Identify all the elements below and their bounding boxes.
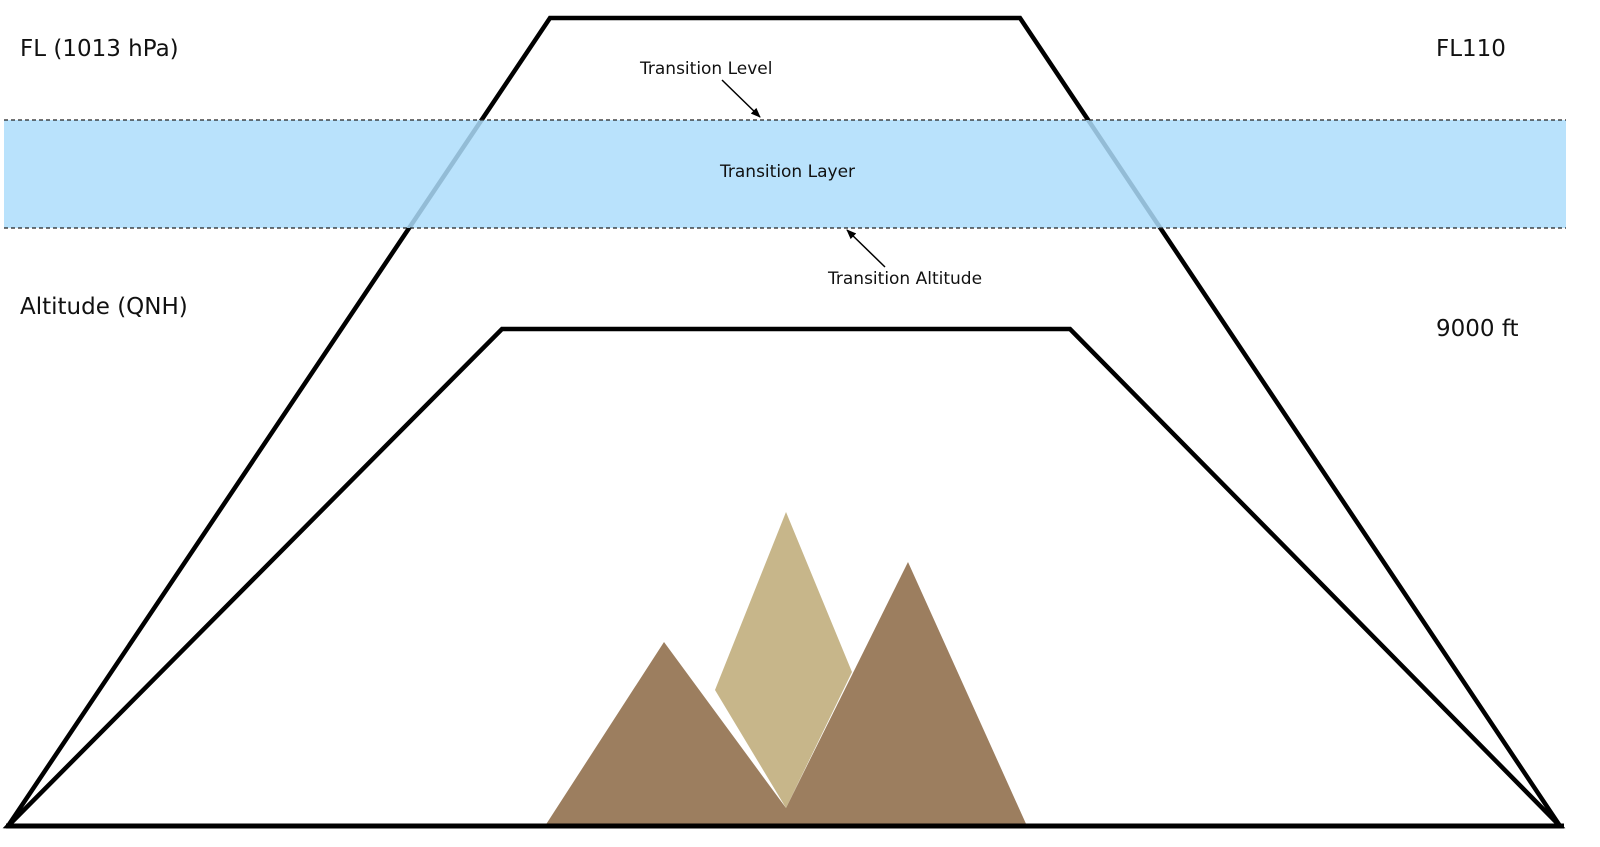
mountain-left-peak [545, 642, 786, 826]
altitude-reference-label: Altitude (QNH) [20, 294, 188, 320]
transition-altitude-label: Transition Altitude [828, 269, 983, 289]
mountain-right-peak [786, 562, 1027, 826]
flight-level-value-label: FL110 [1436, 36, 1506, 62]
transition-layer-band [4, 120, 1566, 228]
flight-level-reference-label: FL (1013 hPa) [20, 36, 179, 62]
mountain-center-peak [715, 512, 852, 808]
transition-layer-label: Transition Layer [720, 162, 856, 182]
altitude-value-label: 9000 ft [1436, 316, 1519, 342]
transition-level-arrow [721, 79, 761, 118]
transition-level-label: Transition Level [640, 59, 773, 79]
transition-altitude-arrow [846, 229, 886, 268]
